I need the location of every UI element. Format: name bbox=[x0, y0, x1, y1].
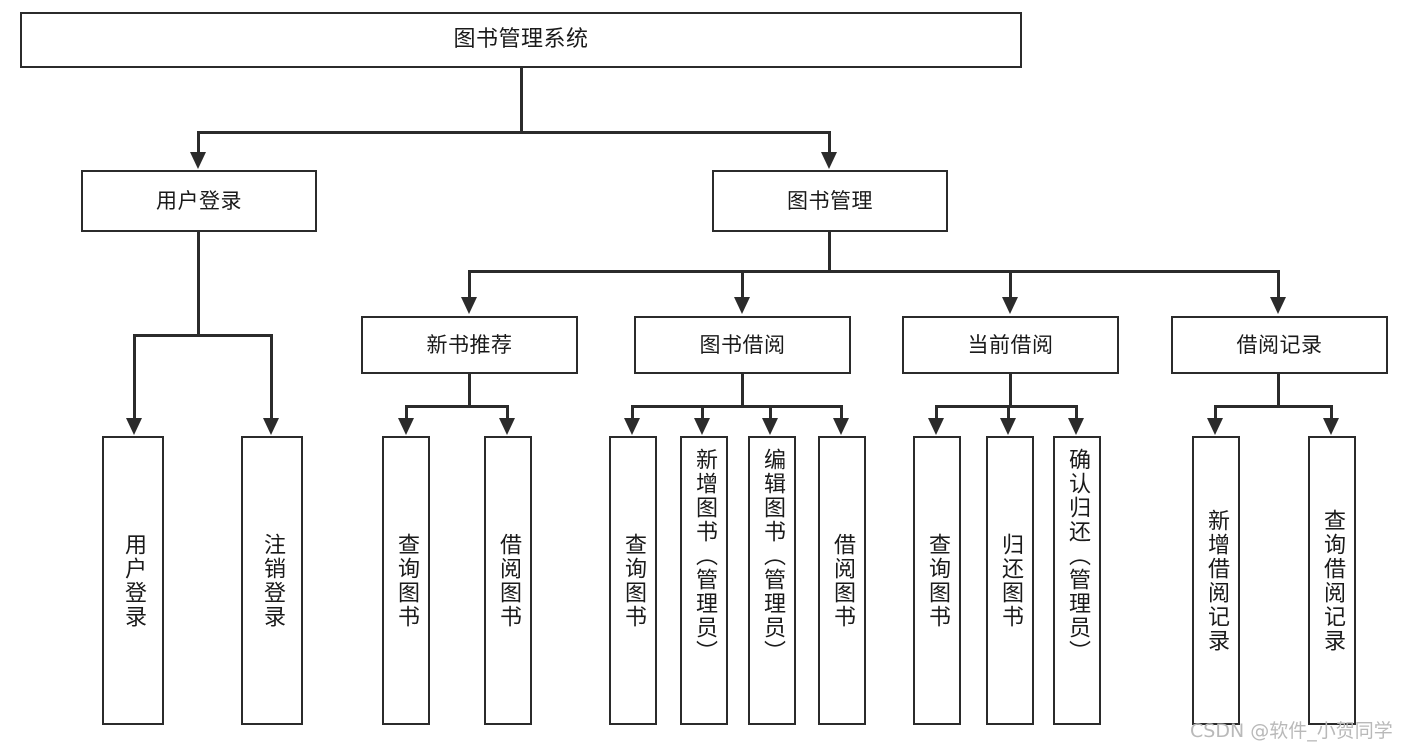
arrow-to-book-management bbox=[821, 152, 837, 169]
connector-bookborrow-arm-4 bbox=[840, 405, 843, 419]
node-label: 查询图书 bbox=[393, 532, 419, 629]
node-label: 新增图书（管理员） bbox=[691, 448, 717, 664]
connector-login-bus bbox=[133, 334, 272, 337]
arrow-to-leaf-confirm-return bbox=[1068, 418, 1084, 435]
connector-bookmgmt-arm-2 bbox=[741, 270, 744, 298]
node-root-book-management-system[interactable]: 图书管理系统 bbox=[20, 12, 1022, 68]
node-label: 用户登录 bbox=[156, 188, 242, 213]
arrow-to-leaf-user-login bbox=[126, 418, 142, 435]
node-label: 借阅图书 bbox=[495, 532, 521, 629]
node-label: 查询图书 bbox=[924, 532, 950, 629]
connector-bookborrow-arm-2 bbox=[701, 405, 704, 419]
leaf-add-borrow-record[interactable]: 新增借阅记录 bbox=[1192, 436, 1240, 725]
connector-newbook-bus bbox=[405, 405, 509, 408]
arrow-to-leaf-edit-book bbox=[762, 418, 778, 435]
arrow-to-leaf-query-book-2 bbox=[624, 418, 640, 435]
node-label: 借阅图书 bbox=[829, 532, 855, 629]
leaf-logout[interactable]: 注销登录 bbox=[241, 436, 303, 725]
node-label: 用户登录 bbox=[120, 532, 146, 629]
node-current-borrowing[interactable]: 当前借阅 bbox=[902, 316, 1119, 374]
node-label: 当前借阅 bbox=[967, 332, 1054, 357]
arrow-to-user-login bbox=[190, 152, 206, 169]
node-label: 图书管理系统 bbox=[453, 27, 589, 53]
connector-login-stem bbox=[197, 232, 200, 334]
leaf-query-borrow-record[interactable]: 查询借阅记录 bbox=[1308, 436, 1356, 725]
arrow-to-leaf-query-record bbox=[1323, 418, 1339, 435]
connector-bookborrow-arm-3 bbox=[769, 405, 772, 419]
node-label: 查询图书 bbox=[620, 532, 646, 629]
connector-bookmgmt-arm-1 bbox=[468, 270, 471, 298]
connector-borrowrecord-stem bbox=[1277, 374, 1280, 405]
connector-root-arm-right bbox=[828, 131, 831, 153]
connector-currentborrow-arm-2 bbox=[1007, 405, 1010, 419]
arrow-to-leaf-logout bbox=[263, 418, 279, 435]
connector-borrowrecord-arm-2 bbox=[1330, 405, 1333, 419]
arrow-to-leaf-add-book bbox=[694, 418, 710, 435]
connector-currentborrow-bus bbox=[935, 405, 1078, 408]
node-new-book-recommendation[interactable]: 新书推荐 bbox=[361, 316, 578, 374]
node-label: 确认归还（管理员） bbox=[1064, 448, 1090, 664]
leaf-edit-book-admin[interactable]: 编辑图书（管理员） bbox=[748, 436, 796, 725]
node-book-management[interactable]: 图书管理 bbox=[712, 170, 948, 232]
arrow-to-leaf-query-book-1 bbox=[398, 418, 414, 435]
connector-bookborrow-bus bbox=[631, 405, 843, 408]
connector-bookmgmt-bus bbox=[468, 270, 1280, 273]
leaf-confirm-return-admin[interactable]: 确认归还（管理员） bbox=[1053, 436, 1101, 725]
connector-borrowrecord-arm-1 bbox=[1214, 405, 1217, 419]
arrow-to-current-borrow bbox=[1002, 297, 1018, 314]
node-label: 图书管理 bbox=[787, 188, 873, 213]
connector-bookmgmt-arm-4 bbox=[1277, 270, 1280, 298]
connector-currentborrow-arm-3 bbox=[1075, 405, 1078, 419]
node-label: 借阅记录 bbox=[1236, 332, 1323, 357]
connector-login-arm-2 bbox=[270, 334, 273, 419]
connector-currentborrow-stem bbox=[1009, 374, 1012, 405]
arrow-to-leaf-borrow-book-2 bbox=[833, 418, 849, 435]
connector-root-bus bbox=[197, 131, 831, 134]
connector-root-stem bbox=[520, 68, 523, 131]
connector-root-arm-left bbox=[197, 131, 200, 153]
leaf-user-login[interactable]: 用户登录 bbox=[102, 436, 164, 725]
leaf-query-book-newbook[interactable]: 查询图书 bbox=[382, 436, 430, 725]
node-label: 新书推荐 bbox=[426, 332, 513, 357]
node-label: 注销登录 bbox=[259, 532, 285, 629]
leaf-add-book-admin[interactable]: 新增图书（管理员） bbox=[680, 436, 728, 725]
connector-borrowrecord-bus bbox=[1214, 405, 1333, 408]
leaf-query-book-borrowing[interactable]: 查询图书 bbox=[609, 436, 657, 725]
node-label: 归还图书 bbox=[997, 532, 1023, 629]
leaf-borrow-book-newbook[interactable]: 借阅图书 bbox=[484, 436, 532, 725]
connector-newbook-stem bbox=[468, 374, 471, 405]
connector-bookmgmt-stem bbox=[828, 232, 831, 270]
connector-login-arm-1 bbox=[133, 334, 136, 419]
node-label: 编辑图书（管理员） bbox=[759, 448, 785, 664]
node-book-borrowing[interactable]: 图书借阅 bbox=[634, 316, 851, 374]
arrow-to-borrow-record bbox=[1270, 297, 1286, 314]
arrow-to-leaf-add-record bbox=[1207, 418, 1223, 435]
arrow-to-leaf-borrow-book-1 bbox=[499, 418, 515, 435]
connector-bookborrow-arm-1 bbox=[631, 405, 634, 419]
node-label: 新增借阅记录 bbox=[1203, 508, 1229, 653]
arrow-to-leaf-query-book-3 bbox=[928, 418, 944, 435]
leaf-borrow-book-borrowing[interactable]: 借阅图书 bbox=[818, 436, 866, 725]
leaf-return-book[interactable]: 归还图书 bbox=[986, 436, 1034, 725]
arrow-to-new-book-rec bbox=[461, 297, 477, 314]
node-borrowing-record[interactable]: 借阅记录 bbox=[1171, 316, 1388, 374]
connector-bookborrow-stem bbox=[741, 374, 744, 405]
node-label: 图书借阅 bbox=[699, 332, 786, 357]
node-label: 查询借阅记录 bbox=[1319, 508, 1345, 653]
watermark: CSDN @软件_小贺同学 bbox=[1190, 720, 1393, 742]
leaf-query-book-current[interactable]: 查询图书 bbox=[913, 436, 961, 725]
connector-bookmgmt-arm-3 bbox=[1009, 270, 1012, 298]
connector-newbook-arm-1 bbox=[405, 405, 408, 419]
connector-currentborrow-arm-1 bbox=[935, 405, 938, 419]
connector-newbook-arm-2 bbox=[506, 405, 509, 419]
arrow-to-book-borrow bbox=[734, 297, 750, 314]
node-user-login[interactable]: 用户登录 bbox=[81, 170, 317, 232]
arrow-to-leaf-return-book bbox=[1000, 418, 1016, 435]
